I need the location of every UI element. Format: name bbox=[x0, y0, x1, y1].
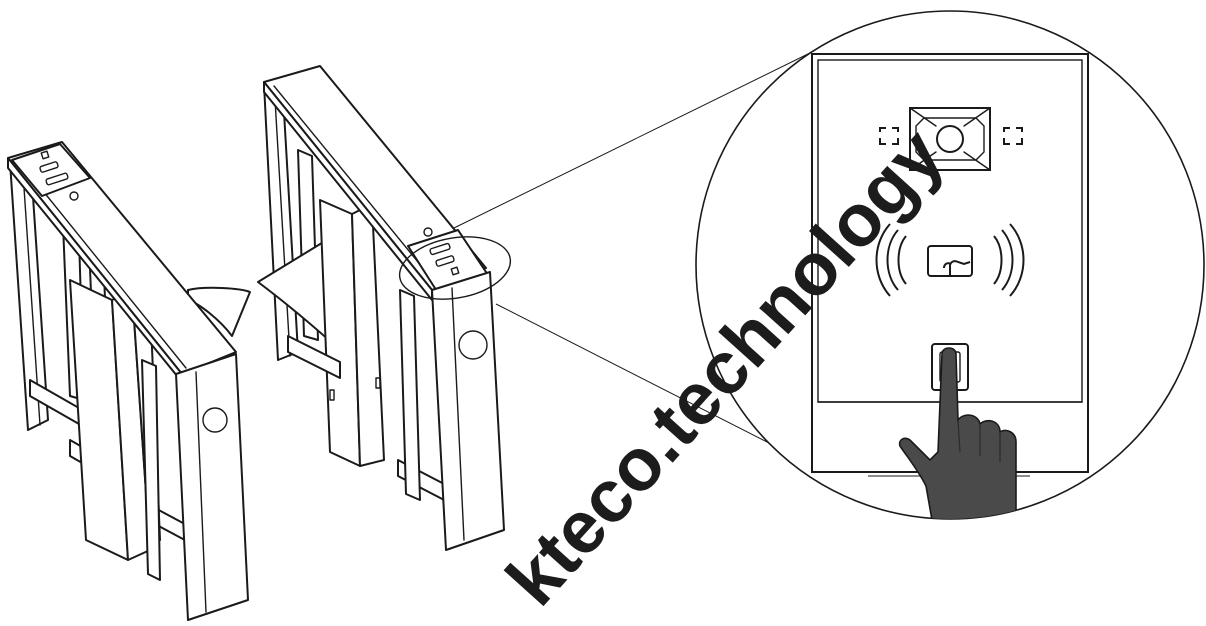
rfid-card-icon bbox=[875, 223, 1025, 297]
pointing-hand-icon bbox=[898, 347, 1017, 519]
right-turnstile bbox=[257, 65, 512, 551]
left-front-post bbox=[175, 353, 249, 621]
zoom-leader-top bbox=[453, 49, 817, 229]
left-turnstile bbox=[7, 141, 251, 621]
zoom-source-ellipse bbox=[398, 236, 512, 300]
right-post-indicator bbox=[458, 330, 488, 360]
zoom-panel bbox=[695, 10, 1205, 520]
face-camera-icon bbox=[909, 107, 991, 171]
face-frame-left-icon bbox=[879, 127, 899, 145]
left-post-indicator bbox=[202, 407, 228, 433]
zoom-leader-bottom bbox=[495, 303, 819, 469]
face-frame-right-icon bbox=[1003, 127, 1023, 145]
right-front-post bbox=[431, 271, 505, 551]
